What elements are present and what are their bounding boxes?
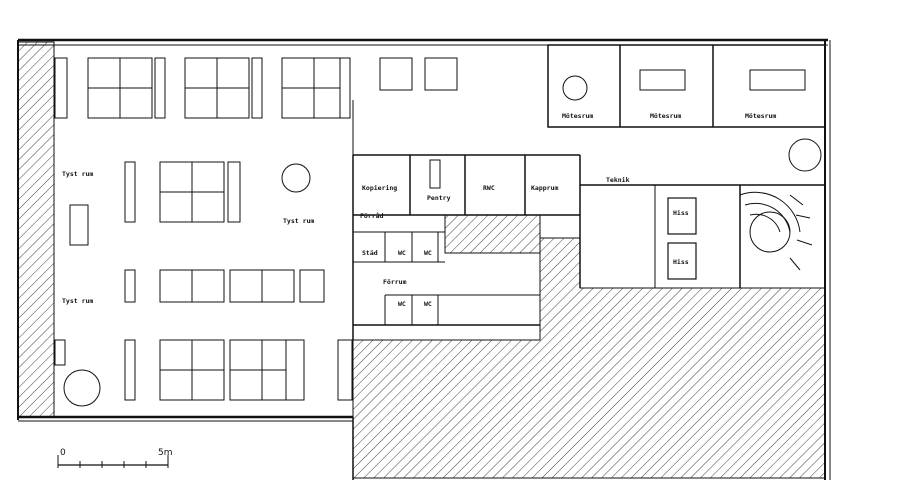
room-label-wc-1: WC xyxy=(398,249,406,257)
scale-end-label: 5m xyxy=(158,448,173,458)
room-label-motesrum-2: Mötesrum xyxy=(650,112,681,120)
workstations xyxy=(54,57,353,401)
room-label-wc-4: WC xyxy=(424,300,432,308)
room-label-hiss-1: Hiss xyxy=(673,209,689,217)
interior-walls xyxy=(352,44,826,340)
room-label-stad: Städ xyxy=(362,249,378,257)
room-label-tyst-rum-2: Tyst rum xyxy=(283,217,314,225)
room-label-rwc: RWC xyxy=(483,184,495,192)
room-label-motesrum-1: Mötesrum xyxy=(562,112,593,120)
room-label-forrum: Förrum xyxy=(383,278,407,286)
room-label-wc-2: WC xyxy=(424,249,432,257)
stair xyxy=(739,191,813,271)
room-label-motesrum-3: Mötesrum xyxy=(745,112,776,120)
elevator-1 xyxy=(667,197,697,235)
room-label-tyst-rum-3: Tyst rum xyxy=(62,297,93,305)
room-label-kopiering: Kopiering xyxy=(362,184,397,192)
south-hatched-area xyxy=(352,237,826,479)
west-hatched-strip xyxy=(17,41,55,418)
elevator-2 xyxy=(667,242,697,280)
room-label-tyst-rum-1: Tyst rum xyxy=(62,170,93,178)
room-label-hiss-2: Hiss xyxy=(673,258,689,266)
hatched-areas xyxy=(17,41,826,479)
room-labels: Tyst rum Tyst rum Tyst rum Mötesrum Möte… xyxy=(62,112,776,308)
scale-start-label: 0 xyxy=(60,448,66,458)
room-label-kapprum: Kapprum xyxy=(531,184,558,192)
shaft-hatch xyxy=(444,214,541,254)
room-label-wc-3: WC xyxy=(398,300,406,308)
room-label-pentry: Pentry xyxy=(427,194,451,202)
room-label-teknik: Teknik xyxy=(606,176,630,184)
room-label-forrad: Förråd xyxy=(360,211,384,220)
elevators xyxy=(667,197,697,280)
scale-bar: 0 5m xyxy=(57,448,173,468)
conference-tables xyxy=(63,57,822,407)
